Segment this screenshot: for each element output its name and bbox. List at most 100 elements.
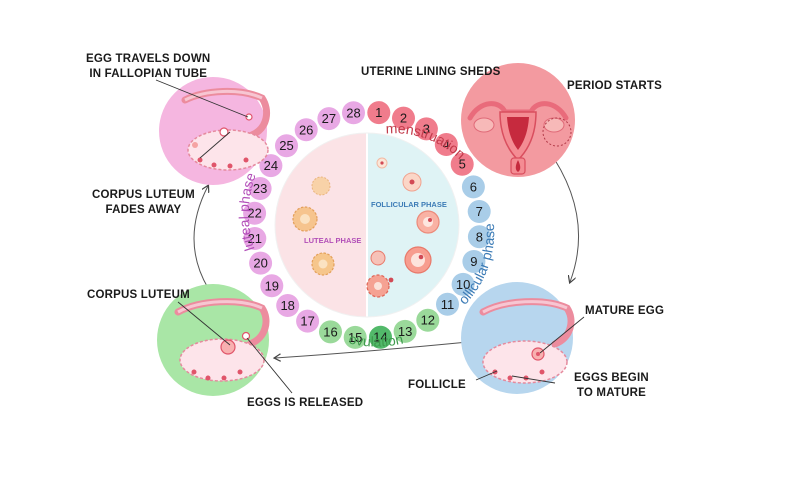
day-circle bbox=[436, 292, 459, 316]
uterus-illustration bbox=[461, 63, 575, 177]
day-number: 8 bbox=[476, 229, 483, 244]
day-marker: 5 bbox=[450, 152, 474, 176]
day-marker: 2 bbox=[392, 106, 415, 130]
day-number: 17 bbox=[300, 314, 314, 329]
pointer-eggs-released bbox=[246, 337, 293, 394]
day-circle bbox=[462, 250, 486, 273]
day-number: 14 bbox=[373, 330, 387, 345]
arrow-period-to-follicle bbox=[546, 147, 579, 282]
day-number: 1 bbox=[375, 105, 382, 120]
day-marker: 10 bbox=[451, 272, 475, 296]
follicular-phase-inner-label: FOLLICULAR PHASE bbox=[371, 200, 447, 209]
day-number: 6 bbox=[470, 179, 477, 194]
eggs-begin-label-line2: TO MATURE bbox=[576, 387, 646, 399]
day-circle bbox=[342, 101, 365, 125]
day-circle bbox=[467, 200, 491, 223]
day-marker: 18 bbox=[276, 294, 300, 317]
day-number: 27 bbox=[322, 111, 336, 126]
corpus-fades-label-line1: CORPUS LUTEUM bbox=[92, 189, 195, 201]
day-marker: 14 bbox=[369, 325, 392, 349]
period-starts-label: PERIOD STARTS bbox=[567, 80, 663, 92]
eggs-released-label: EGGS IS RELEASED bbox=[247, 397, 364, 409]
pointer-eggs-begin bbox=[511, 375, 556, 384]
corpus-fades-label: CORPUS LUTEUM FADES AWAY bbox=[92, 188, 195, 218]
day-number: 24 bbox=[264, 158, 278, 173]
day-number: 21 bbox=[248, 231, 262, 246]
pointer-follicle bbox=[475, 370, 498, 381]
day-circle bbox=[259, 154, 283, 178]
day-number: 23 bbox=[253, 181, 267, 196]
day-marker: 23 bbox=[248, 177, 272, 200]
day-marker: 17 bbox=[296, 309, 320, 333]
corpus-fades-label-line2: FADES AWAY bbox=[105, 204, 182, 216]
cycle-arrows bbox=[193, 147, 579, 358]
day-number: 26 bbox=[299, 122, 313, 137]
day-circle bbox=[461, 175, 485, 199]
pointer-corpus-fades bbox=[199, 131, 231, 159]
phase-label-ovulation: ovulation bbox=[348, 331, 405, 350]
mature-egg-illustration bbox=[461, 282, 575, 394]
day-circle bbox=[467, 225, 491, 249]
pointer-mature-egg bbox=[539, 316, 585, 354]
luteal-phase-inner-label: LUTEAL PHASE bbox=[304, 236, 362, 245]
day-number: 2 bbox=[400, 111, 407, 126]
day-number: 20 bbox=[253, 256, 267, 271]
day-marker: 9 bbox=[462, 250, 486, 273]
day-marker: 3 bbox=[414, 117, 438, 141]
eggs-begin-label: EGGS BEGIN TO MATURE bbox=[574, 371, 649, 401]
ovulation-text: ovulation bbox=[348, 331, 405, 350]
day-number: 22 bbox=[247, 206, 261, 221]
egg-travels-illustration bbox=[159, 77, 271, 185]
luteal-phase-area bbox=[275, 133, 367, 317]
day-marker: 12 bbox=[416, 308, 440, 332]
corpus-luteum-stages bbox=[292, 176, 335, 276]
day-circle bbox=[416, 308, 440, 332]
day-number: 15 bbox=[348, 330, 362, 345]
day-circle bbox=[343, 325, 367, 349]
day-marker: 6 bbox=[461, 175, 485, 199]
day-circle bbox=[296, 309, 320, 333]
follicle-development bbox=[366, 157, 440, 298]
day-number: 9 bbox=[470, 254, 477, 269]
day-circle bbox=[248, 177, 272, 200]
egg-travels-label-line1: EGG TRAVELS DOWN bbox=[86, 53, 211, 65]
day-circle bbox=[276, 294, 300, 317]
day-circle bbox=[414, 117, 438, 141]
arrow-release-to-travel bbox=[193, 186, 208, 289]
day-number: 18 bbox=[280, 298, 294, 313]
day-circle bbox=[393, 319, 417, 343]
day-number: 10 bbox=[456, 277, 470, 292]
day-circle bbox=[243, 227, 267, 250]
day-marker: 24 bbox=[259, 154, 283, 178]
day-circle bbox=[434, 133, 458, 156]
day-circle bbox=[369, 325, 392, 349]
day-number: 16 bbox=[323, 324, 337, 339]
day-number: 12 bbox=[421, 313, 435, 328]
day-circle bbox=[243, 201, 267, 225]
day-circle bbox=[367, 101, 391, 125]
day-number: 11 bbox=[441, 297, 455, 312]
day-marker: 22 bbox=[243, 201, 267, 225]
day-circle bbox=[317, 107, 341, 131]
day-circle bbox=[294, 118, 318, 142]
mature-egg-label: MATURE EGG bbox=[585, 305, 665, 317]
pointer-corpus-luteum bbox=[177, 301, 231, 346]
day-number: 19 bbox=[265, 278, 279, 293]
day-marker: 19 bbox=[260, 274, 284, 298]
day-circle bbox=[249, 251, 273, 275]
day-marker: 20 bbox=[249, 251, 273, 275]
day-number: 13 bbox=[398, 324, 412, 339]
phase-label-luteal: luteal phase bbox=[236, 170, 259, 253]
day-marker: 21 bbox=[243, 227, 267, 250]
day-marker: 28 bbox=[342, 101, 365, 125]
day-marker: 15 bbox=[343, 325, 367, 349]
day-marker: 8 bbox=[467, 225, 491, 249]
eggs-begin-label-line1: EGGS BEGIN bbox=[574, 372, 649, 384]
day-marker: 27 bbox=[317, 107, 341, 131]
label-pointers bbox=[155, 79, 585, 394]
uterine-lining-label: UTERINE LINING SHEDS bbox=[361, 66, 501, 78]
follicle-label: FOLLICLE bbox=[408, 379, 466, 391]
